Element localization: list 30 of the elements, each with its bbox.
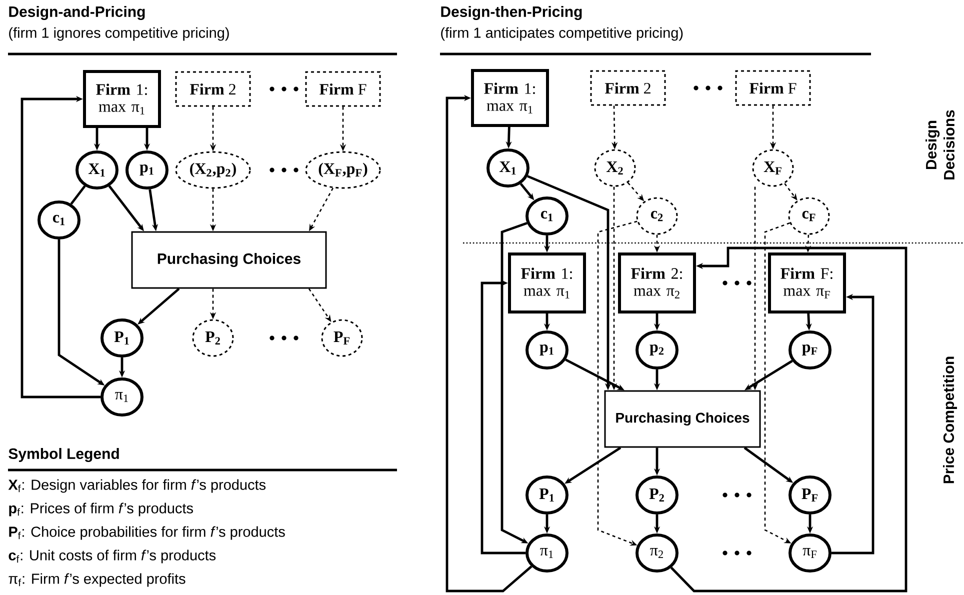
legend-entry: c$_{f}$: Unit costs of firm f’s products — [8, 550, 216, 564]
subtitle: (firm 1 ignores competitive pricing) — [9, 27, 229, 41]
legend-entry: π$_{f}$: Firm f’s expected profits — [8, 573, 186, 587]
arrow — [20, 96, 100, 398]
arrow — [446, 94, 532, 592]
variable-oval: (X$_{2}$,p$_{2}$) — [175, 151, 251, 189]
legend-entry: p$_{f}$: Prices of firm f’s products — [9, 502, 193, 516]
legend-entry: X$_{f}$: Design variables for firm f’s products — [8, 479, 266, 493]
arrow — [480, 280, 526, 554]
section-label: Price Competition — [943, 356, 957, 484]
connector-line — [70, 185, 86, 205]
section-label: Design Decisions — [926, 110, 954, 180]
heading: Symbol Legend — [8, 448, 119, 462]
firm-box: Firm 2 — [590, 70, 666, 106]
firm-box: Firm 1: max π$_{1}$ — [508, 252, 586, 314]
subtitle: (firm 1 anticipates competitive pricing) — [441, 27, 683, 41]
firm-box: Firm 2: max π$_{2}$ — [618, 252, 696, 314]
firm-box: Firm F — [305, 71, 381, 107]
firm-box: Firm F — [735, 70, 811, 106]
variable-oval: (X$_{F}$,p$_{F}$) — [305, 151, 381, 189]
arrow — [670, 246, 908, 592]
process-box: Purchasing Choices — [604, 390, 761, 448]
firm-box: Firm 1: max π$_{1}$ — [83, 70, 161, 128]
firm-box: Firm F: max π$_{F}$ — [768, 252, 846, 314]
heading: Design-and-Pricing — [9, 6, 145, 20]
heading: Design-then-Pricing — [441, 6, 582, 20]
firm-box: Firm 2 — [175, 71, 251, 107]
process-box: Purchasing Choices — [131, 231, 327, 289]
legend-entry: P$_{f}$: Choice probabilities for firm f’s products — [9, 526, 285, 540]
firm-box: Firm 1: max π$_{1}$ — [471, 69, 549, 127]
